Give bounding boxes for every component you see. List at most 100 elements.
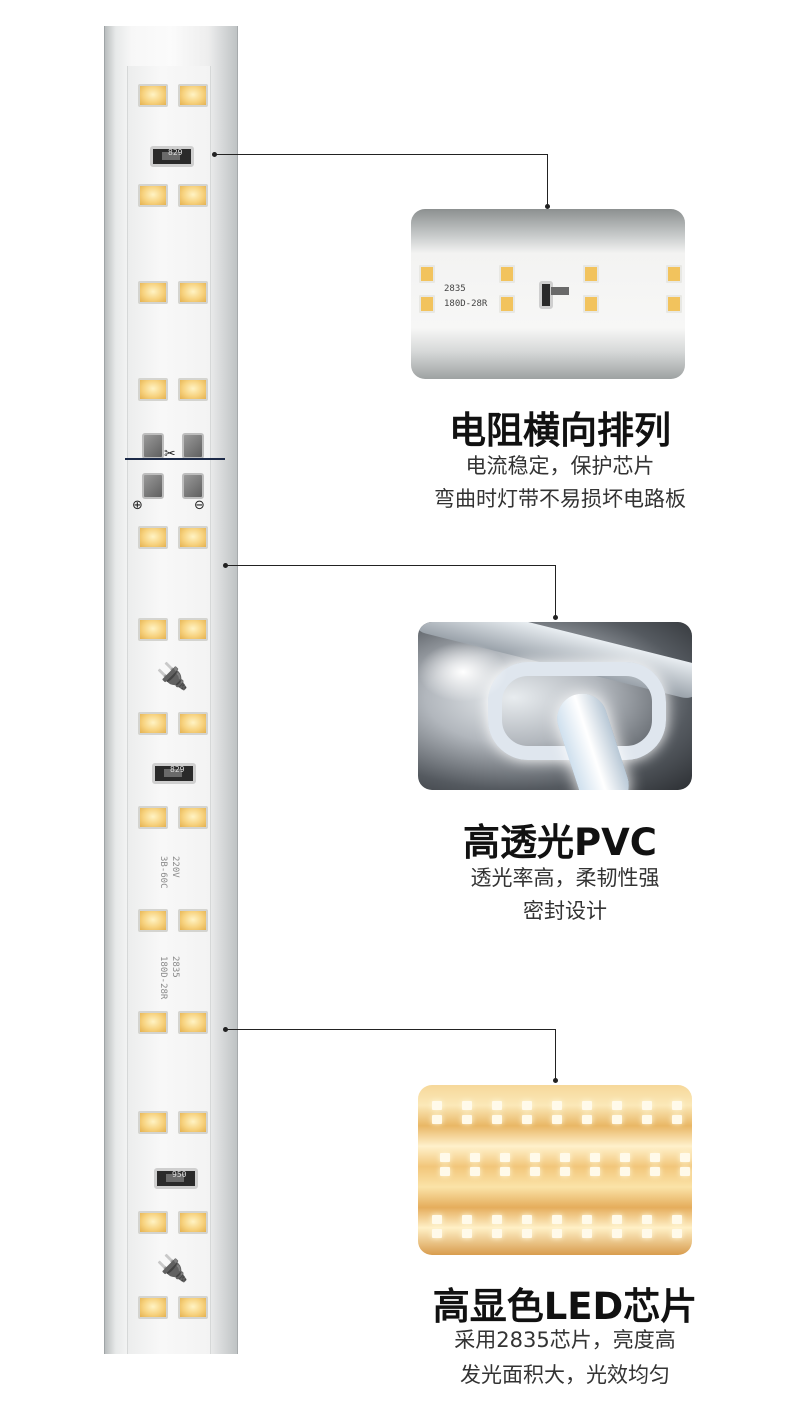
photo-warm-led-chip bbox=[552, 1215, 562, 1224]
feature-1-line-1: 电流稳定，保护芯片 bbox=[465, 454, 655, 478]
photo-warm-led-chip bbox=[582, 1101, 592, 1110]
cut-line bbox=[125, 458, 225, 460]
callout-line-2-horizontal bbox=[226, 565, 556, 566]
resistor bbox=[154, 1168, 198, 1189]
led-chip-right bbox=[178, 712, 208, 735]
power-plug-icon: 🔌 bbox=[156, 1254, 189, 1284]
photo-warm-led-chip bbox=[590, 1167, 600, 1176]
led-chip-right bbox=[178, 806, 208, 829]
led-chip-left bbox=[138, 712, 168, 735]
photo-led-chip bbox=[419, 265, 435, 283]
photo-warm-led-chip bbox=[620, 1167, 630, 1176]
photo-warm-led-chip bbox=[612, 1215, 622, 1224]
photo-warm-led-chip bbox=[432, 1229, 442, 1238]
photo-warm-led-chip bbox=[642, 1115, 652, 1124]
feature-2-line-2: 密封设计 bbox=[523, 899, 607, 923]
led-chip-right bbox=[178, 1211, 208, 1234]
led-chip-left bbox=[138, 909, 168, 932]
led-chip-right bbox=[178, 378, 208, 401]
photo-warm-led-chip bbox=[582, 1115, 592, 1124]
photo-warm-led-chip bbox=[432, 1115, 442, 1124]
photo-chip-spec: 180D-28R bbox=[444, 299, 488, 309]
callout-end-dot-3 bbox=[553, 1078, 558, 1083]
photo-warm-led-chip bbox=[522, 1101, 532, 1110]
solder-pad bbox=[142, 433, 164, 459]
photo-resistor bbox=[539, 281, 569, 309]
photo-warm-led-chip bbox=[680, 1167, 690, 1176]
power-plug-icon: 🔌 bbox=[156, 662, 189, 692]
printed-chip-code: 2835 bbox=[170, 956, 180, 978]
feature-1-line-2: 弯曲时灯带不易损坏电路板 bbox=[434, 487, 686, 511]
photo-warm-led-chip bbox=[552, 1101, 562, 1110]
led-chip-left bbox=[138, 1011, 168, 1034]
feature-3-title: 高显色LED芯片 bbox=[432, 1285, 698, 1328]
photo-warm-led-chip bbox=[680, 1153, 690, 1162]
led-chip-right bbox=[178, 1296, 208, 1319]
photo-warm-led-chip bbox=[462, 1115, 472, 1124]
solder-pad bbox=[182, 473, 204, 499]
photo-warm-led-chip bbox=[582, 1215, 592, 1224]
photo-warm-led-chip bbox=[612, 1101, 622, 1110]
photo-warm-led-chip bbox=[650, 1153, 660, 1162]
photo-warm-led-chip bbox=[672, 1229, 682, 1238]
warm-led-chips-photo bbox=[418, 1085, 692, 1255]
photo-chip-code: 2835 bbox=[444, 284, 466, 294]
photo-warm-led-chip bbox=[530, 1167, 540, 1176]
solder-pad bbox=[182, 433, 204, 459]
printed-resistor-code-2: 829 bbox=[170, 765, 185, 774]
negative-terminal-icon: ⊖ bbox=[194, 498, 205, 513]
led-chip-left bbox=[138, 806, 168, 829]
printed-chip-spec: 180D-28R bbox=[158, 956, 168, 1000]
feature-3-line-2: 发光面积大，光效均匀 bbox=[460, 1363, 670, 1387]
photo-warm-led-chip bbox=[522, 1115, 532, 1124]
resistor bbox=[152, 763, 196, 784]
led-chip-right bbox=[178, 909, 208, 932]
photo-warm-led-chip bbox=[500, 1153, 510, 1162]
pvc-tube-photo bbox=[418, 622, 692, 790]
feature-1-title: 电阻横向排列 bbox=[449, 409, 671, 452]
photo-warm-led-chip bbox=[672, 1115, 682, 1124]
led-chip-right bbox=[178, 1111, 208, 1134]
led-chip-right bbox=[178, 184, 208, 207]
photo-warm-led-chip bbox=[612, 1115, 622, 1124]
photo-warm-led-chip bbox=[552, 1115, 562, 1124]
photo-warm-led-chip bbox=[582, 1229, 592, 1238]
callout-line-2-vertical bbox=[555, 565, 556, 617]
photo-warm-led-chip bbox=[672, 1215, 682, 1224]
photo-warm-led-chip bbox=[642, 1215, 652, 1224]
photo-warm-led-chip bbox=[642, 1229, 652, 1238]
led-chip-right bbox=[178, 618, 208, 641]
photo-led-chip bbox=[419, 295, 435, 313]
led-chip-left bbox=[138, 84, 168, 107]
callout-end-dot-1 bbox=[545, 204, 550, 209]
photo-warm-led-chip bbox=[470, 1167, 480, 1176]
photo-warm-led-chip bbox=[432, 1101, 442, 1110]
photo-warm-led-chip bbox=[642, 1101, 652, 1110]
photo-warm-led-chip bbox=[470, 1153, 480, 1162]
photo-led-chip bbox=[583, 265, 599, 283]
callout-line-3-vertical bbox=[555, 1029, 556, 1081]
photo-warm-led-chip bbox=[522, 1229, 532, 1238]
photo-warm-led-chip bbox=[590, 1153, 600, 1162]
feature-2-line-1: 透光率高，柔韧性强 bbox=[470, 866, 660, 890]
photo-warm-led-chip bbox=[620, 1153, 630, 1162]
photo-warm-led-chip bbox=[462, 1101, 472, 1110]
resistor bbox=[150, 146, 194, 167]
photo-led-chip bbox=[583, 295, 599, 313]
callout-line-3-horizontal bbox=[226, 1029, 556, 1030]
callout-dot-2 bbox=[223, 563, 228, 568]
led-chip-right bbox=[178, 84, 208, 107]
solder-pad bbox=[142, 473, 164, 499]
printed-model: 3B-60C bbox=[158, 856, 168, 889]
photo-led-chip bbox=[499, 265, 515, 283]
photo-warm-led-chip bbox=[492, 1101, 502, 1110]
pvc-glow-left bbox=[418, 642, 508, 702]
photo-led-chip bbox=[499, 295, 515, 313]
led-chip-left bbox=[138, 618, 168, 641]
led-chip-left bbox=[138, 1296, 168, 1319]
photo-warm-led-chip bbox=[560, 1153, 570, 1162]
callout-dot-3 bbox=[223, 1027, 228, 1032]
printed-voltage: 220V bbox=[170, 856, 180, 878]
